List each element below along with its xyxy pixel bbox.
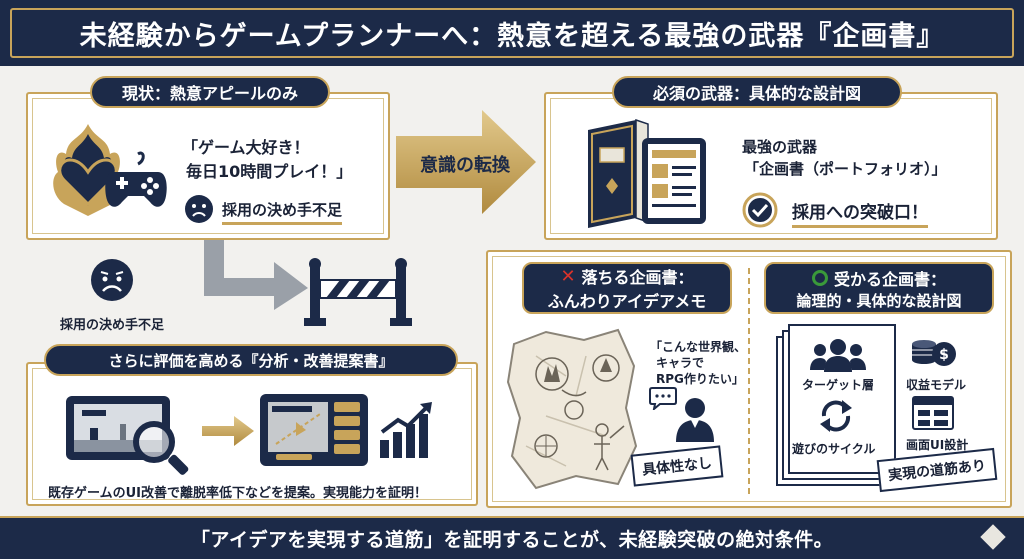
grey-flow-arrow-icon (204, 240, 308, 310)
idea-bubble-line1: 「こんな世界観、 (650, 340, 747, 354)
idea-bubble-line2: キャラで (656, 356, 705, 370)
verdict-label: 採用の決め手不足 (222, 199, 343, 225)
enthusiasm-quote-line1: 「ゲーム大好き！ (182, 138, 310, 157)
arrow-label: 意識の転換 (420, 155, 510, 176)
analysis-tab: さらに評価を高める『分析・改善提案書』 (44, 344, 458, 376)
crumpled-memo-icon (506, 328, 638, 490)
cross-icon: ✕ (560, 265, 576, 287)
current-state-tab: 現状：熱意アピールのみ (90, 76, 330, 108)
sad-face-icon (185, 195, 213, 223)
header-banner: 未経験からゲームプランナーへ：熱意を超える最強の武器『企画書』 (0, 0, 1024, 66)
fail-plan-title-row: ✕ 落ちる企画書： (560, 264, 693, 288)
plans-divider (748, 268, 750, 494)
tablet-document-icon (642, 138, 706, 224)
footer-banner: 「アイデアを実現する道筋」を証明することが、未経験突破の絶対条件。 (0, 516, 1024, 559)
header-frame (10, 8, 1014, 58)
barrier-icon (304, 258, 412, 326)
check-circle-icon (742, 192, 778, 228)
users-icon (810, 339, 866, 372)
barrier-label: 採用の決め手不足 (60, 318, 165, 333)
ui-design-label: 画面UI設計 (906, 438, 969, 452)
footer-text: 「アイデアを実現する道筋」を証明することが、未経験突破の絶対条件。 (190, 529, 834, 551)
gold-arrow-icon (202, 416, 254, 446)
weapon-line1: 最強の武器 (742, 138, 818, 156)
breakthrough-label: 採用への突破口！ (792, 198, 928, 228)
revenue-label: 収益モデル (906, 378, 967, 392)
cycle-label: 遊びのサイクル (792, 442, 876, 456)
analysis-caption: 既存ゲームのUI改善で離脱率低下などを提案。実現能力を証明！ (48, 486, 428, 501)
magnifier-icon (133, 421, 189, 475)
gamepad-icon (105, 151, 167, 207)
coins-icon: $ (912, 340, 956, 366)
person-icon (676, 398, 714, 442)
improved-ui-screen-icon (260, 394, 368, 466)
cycle-icon (820, 400, 852, 432)
fail-plan-tab: ✕ 落ちる企画書： ふんわりアイデアメモ (522, 262, 732, 314)
fail-plan-title2: ふんわりアイデアメモ (547, 292, 707, 311)
pass-plan-title1: 受かる企画書： (833, 269, 946, 289)
fail-plan-title1: 落ちる企画書： (581, 268, 694, 287)
target-label: ターゲット層 (802, 378, 875, 392)
speech-bubble-icon (649, 387, 677, 410)
weapon-line2: 「企画書（ポートフォリオ）」 (744, 160, 947, 178)
svg-text:$: $ (939, 347, 949, 363)
idea-bubble-line3: RPG作りたい」 (656, 372, 744, 386)
pass-plan-tab: 受かる企画書： 論理的・具体的な設計図 (764, 262, 994, 314)
enthusiasm-quote-line2: 毎日10時間プレイ！」 (186, 162, 353, 181)
pass-plan-title-row: 受かる企画書： (811, 266, 946, 290)
footer-corner-decoration (980, 524, 1006, 550)
page-title: 未経験からゲームプランナーへ：熱意を超える最強の武器『企画書』 (79, 20, 945, 52)
worried-face-icon (91, 259, 133, 301)
circle-ok-icon (811, 269, 828, 286)
ui-layout-icon (912, 396, 954, 430)
growth-chart-icon (380, 402, 432, 458)
burning-heart-icon (53, 124, 123, 216)
transition-arrow-icon (396, 110, 536, 214)
weapon-tab: 必須の武器：具体的な設計図 (612, 76, 902, 108)
pass-plan-title2: 論理的・具体的な設計図 (796, 291, 962, 310)
